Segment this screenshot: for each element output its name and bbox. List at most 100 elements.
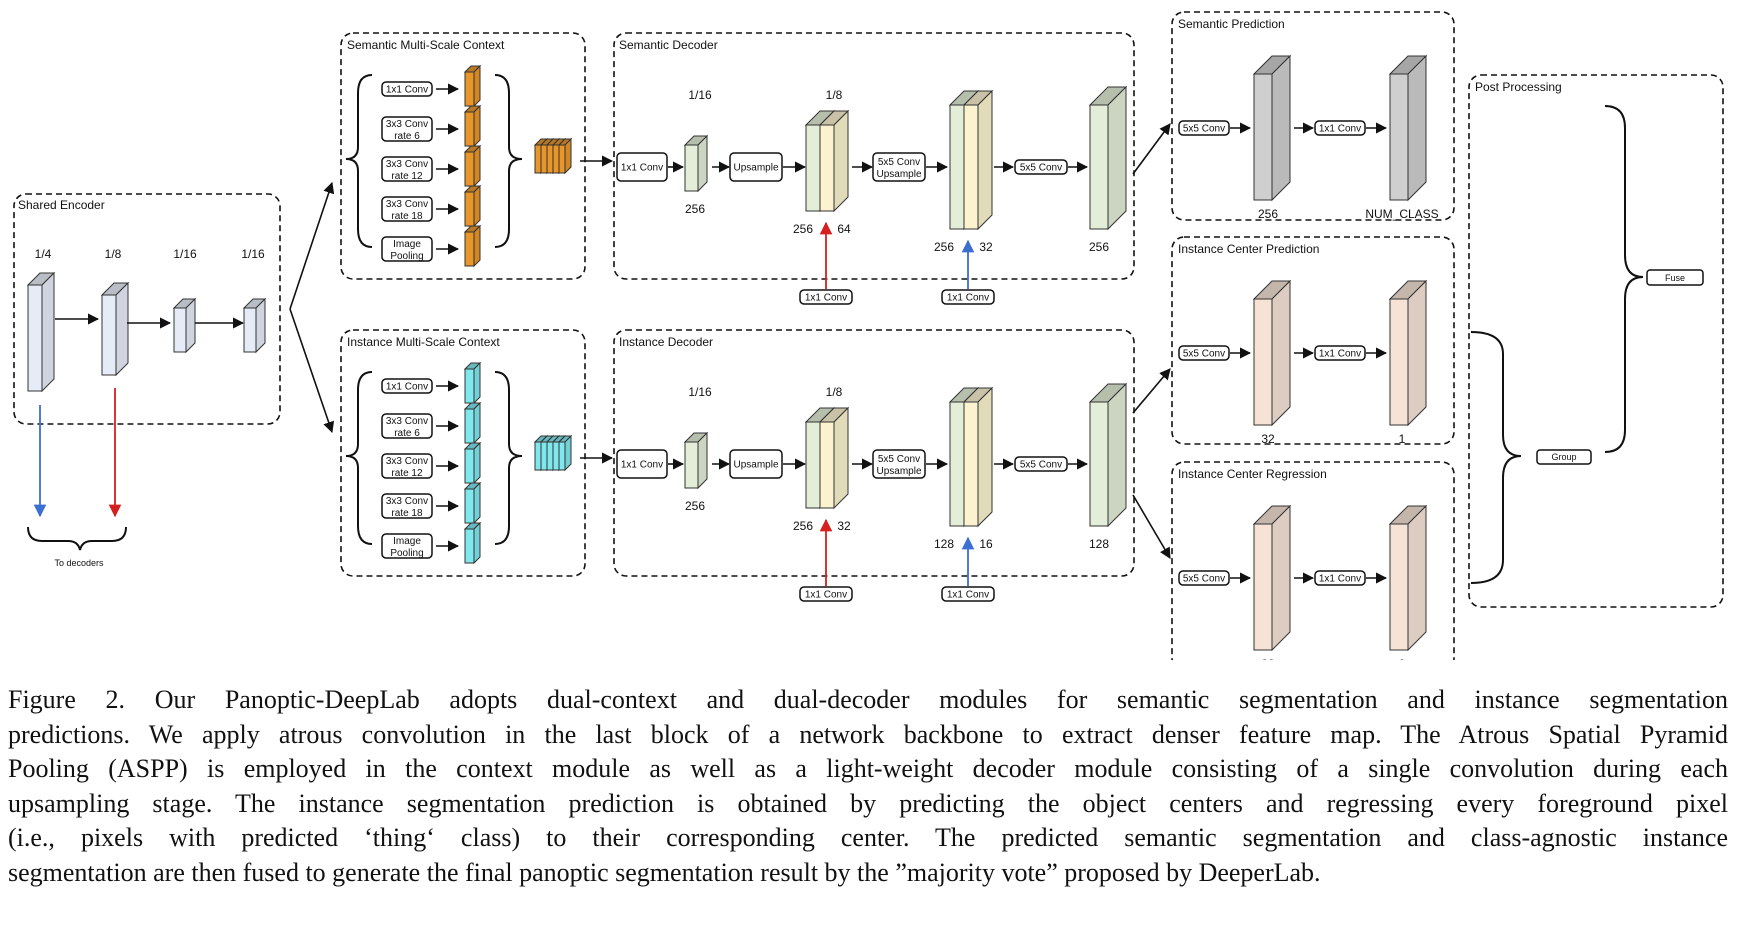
dim-label: 16 (979, 537, 993, 551)
head-feature-map (1388, 279, 1428, 427)
decoder-scale-label: 1/8 (826, 88, 843, 102)
encoder-block (242, 297, 267, 354)
decoder-op-box: 5x5 Conv (1014, 456, 1068, 472)
encoder-block (26, 271, 56, 393)
op-label: rate 6 (394, 131, 420, 142)
op-label: Pooling (390, 251, 423, 262)
head-feature-map (1252, 504, 1292, 652)
op-label: 3x3 Conv (386, 416, 428, 427)
decoder-scale-label: 1/16 (688, 385, 712, 399)
op-label: 1x1 Conv (621, 460, 663, 471)
op-label: Upsample (876, 466, 921, 477)
decoder-feature-map (818, 406, 850, 510)
fuse-box (1646, 269, 1704, 286)
op-label: Image (393, 536, 421, 547)
context-feature-bar (463, 361, 482, 405)
op-label: 3x3 Conv (386, 496, 428, 507)
head-op-box: 5x5 Conv (1178, 120, 1230, 136)
op-label: 5x5 Conv (1020, 163, 1062, 174)
encoder-block (100, 281, 130, 377)
left-brace (345, 74, 373, 248)
op-label: 5x5 Conv (1183, 349, 1225, 360)
shared-encoder-title: Shared Encoder (18, 198, 105, 212)
head-feature-map (1388, 54, 1428, 202)
head-feature-map (1388, 504, 1428, 652)
semantic-context-title: Semantic Multi-Scale Context (347, 38, 505, 52)
context-feature-bar (463, 104, 482, 148)
op-label: 3x3 Conv (386, 119, 428, 130)
dim-label: 32 (1261, 657, 1275, 660)
encoder-scale-label: 1/8 (105, 247, 122, 261)
dim-label: 256 (793, 222, 813, 236)
semantic-context-panel (340, 32, 586, 280)
op-label: 5x5 Conv (1183, 124, 1225, 135)
head-op-box: 5x5 Conv (1178, 570, 1230, 586)
shared-encoder-panel (13, 193, 281, 425)
context-feature-bar (463, 184, 482, 228)
op-label: 1x1 Conv (386, 382, 428, 393)
decoder-op-box: 5x5 Conv (1014, 159, 1068, 175)
caption-line: Pooling (ASPP) is employed in the contex… (8, 754, 1728, 783)
post-processing-panel (1468, 74, 1724, 608)
head-feature-map (1252, 54, 1292, 202)
right-brace (494, 74, 523, 248)
context-feature-bar (463, 401, 482, 445)
architecture-diagram: Shared Encoder 1/4 1/8 1/16 1/16 To deco… (13, 11, 1724, 660)
semantic-decoder-panel (613, 32, 1135, 280)
context-op-box: 1x1 Conv (381, 81, 433, 97)
decoder-op-box: Upsample (729, 449, 783, 479)
context-feature-bar (463, 441, 482, 485)
op-label: 3x3 Conv (386, 456, 428, 467)
op-label: 1x1 Conv (1319, 574, 1361, 585)
dim-label: 1 (1399, 432, 1406, 446)
decoder-feature-map (683, 134, 709, 193)
head-feature-map (1252, 279, 1292, 427)
dim-label: 128 (934, 537, 954, 551)
op-label: Image (393, 239, 421, 250)
caption-line: upsampling stage. The instance segmentat… (8, 788, 1728, 818)
caption-line: segmentation are then fused to generate … (8, 857, 1321, 887)
op-label: 1x1 Conv (386, 85, 428, 96)
figure-caption: Figure 2. Our Panoptic-DeepLab adopts du… (8, 683, 1728, 890)
head-op-box: 5x5 Conv (1178, 345, 1230, 361)
dim-label: 32 (979, 240, 993, 254)
instance-context-panel (340, 329, 586, 577)
op-label: Upsample (733, 163, 778, 174)
op-label: rate 18 (391, 211, 423, 222)
post-processing-title: Post Processing (1475, 80, 1562, 94)
dim-label: 128 (1089, 537, 1109, 551)
decoder-feature-map (1088, 85, 1128, 231)
semantic-prediction-title: Semantic Prediction (1178, 17, 1285, 31)
dim-label: 64 (837, 222, 851, 236)
group-label: Group (1551, 452, 1576, 462)
op-label: Pooling (390, 548, 423, 559)
head-op-box: 1x1 Conv (1314, 120, 1366, 136)
right-brace (494, 371, 523, 545)
encoder-block (172, 297, 197, 354)
center-regression-title: Instance Center Regression (1178, 467, 1327, 481)
context-feature-bar (463, 64, 482, 108)
dim-label: 256 (1089, 240, 1109, 254)
dim-label: NUM_CLASS (1365, 207, 1438, 221)
op-label: 3x3 Conv (386, 199, 428, 210)
decoder-scale-label: 1/8 (826, 385, 843, 399)
concat-feature-map (557, 137, 573, 175)
caption-line: (i.e., pixels with predicted ‘thing‘ cla… (8, 823, 1728, 852)
dim-label: 256 (934, 240, 954, 254)
concat-feature-map (557, 434, 573, 472)
encoder-scale-label: 1/4 (35, 247, 52, 261)
decoder-feature-map (1088, 382, 1128, 528)
decoder-feature-map (962, 89, 994, 231)
context-feature-bar (463, 481, 482, 525)
dim-label: 256 (1258, 207, 1278, 221)
op-label: 1x1 Conv (805, 590, 847, 601)
op-label: Upsample (876, 169, 921, 180)
op-label: 5x5 Conv (1183, 574, 1225, 585)
context-feature-bar (463, 521, 482, 565)
op-label: rate 12 (391, 171, 423, 182)
